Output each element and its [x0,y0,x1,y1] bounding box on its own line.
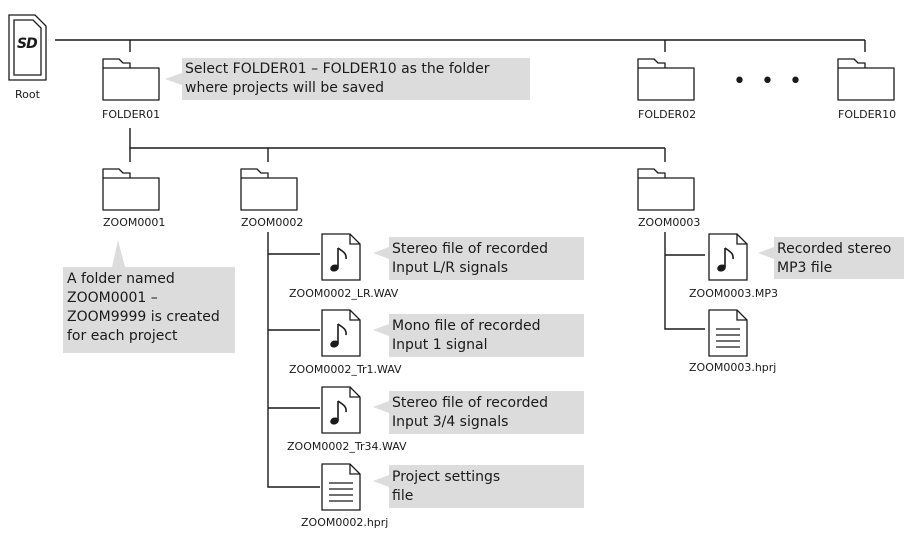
file-label-tr34: ZOOM0002_Tr34.WAV [287,440,407,453]
file-label-mp3: ZOOM0003.MP3 [689,287,778,300]
sd-card-icon [8,14,47,81]
callout-hprj-text: Project settings file [392,469,501,504]
callout-lr-text: Stereo file of recorded Input L/R signal… [392,241,549,276]
callout-project-pointer [112,240,125,267]
root-label: Root [15,88,40,101]
callout-mp3-pointer [758,247,774,259]
file-label-hprj2: ZOOM0002.hprj [301,516,389,529]
folder-ellipsis: • • • [733,69,806,94]
callout-folder-text: Select FOLDER01 – FOLDER10 as the folder… [185,61,490,96]
callout-mp3-text: Recorded stereo MP3 file [777,241,892,276]
project-label-zoom0003: ZOOM0003 [638,216,701,229]
audio-file-icon-lr [321,233,361,281]
callout-tr34-text: Stereo file of recorded Input 3/4 signal… [392,395,549,430]
callout-tr34-box [389,391,584,434]
callout-lr-box [389,237,584,280]
callout-shapes [63,58,904,508]
folder-icon-folder01 [102,58,160,101]
callout-lr-pointer [373,247,389,259]
callout-tr1-pointer [373,324,389,336]
audio-file-icon-tr34 [321,386,361,434]
text-file-icon-hprj2 [321,463,361,511]
audio-file-icon-tr1 [321,309,361,357]
sd-card-logo: SD [17,36,38,52]
callout-mp3-box [774,237,904,279]
callout-tr34-pointer [373,401,389,413]
file-label-lr: ZOOM0002_LR.WAV [289,287,399,300]
callout-hprj-box [389,465,584,508]
callout-folder-box [182,58,530,100]
callout-hprj-pointer [373,475,389,487]
folder-icon-zoom0001 [102,168,160,211]
folder-label-folder02: FOLDER02 [638,108,697,121]
callout-folder-pointer [165,73,182,85]
callout-project-box [63,267,235,353]
callout-project-text: A folder named ZOOM0001 – ZOOM9999 is cr… [67,271,220,344]
callout-tr1-box [389,314,584,357]
folder-label-folder10: FOLDER10 [838,108,897,121]
folder-icon-zoom0003 [637,168,695,211]
folder-icon-zoom0002 [240,168,298,211]
folder-label-folder01: FOLDER01 [102,108,161,121]
audio-file-icon-mp3 [708,233,748,281]
tree-lines [55,39,866,488]
folder-icon-folder02 [637,58,695,101]
file-label-hprj3: ZOOM0003.hprj [689,361,777,374]
project-label-zoom0001: ZOOM0001 [103,216,166,229]
file-label-tr1: ZOOM0002_Tr1.WAV [289,363,402,376]
text-file-icon-hprj3 [708,309,748,357]
project-label-zoom0002: ZOOM0002 [241,216,304,229]
folder-icon-folder10 [837,58,895,101]
callout-tr1-text: Mono file of recorded Input 1 signal [392,318,541,353]
